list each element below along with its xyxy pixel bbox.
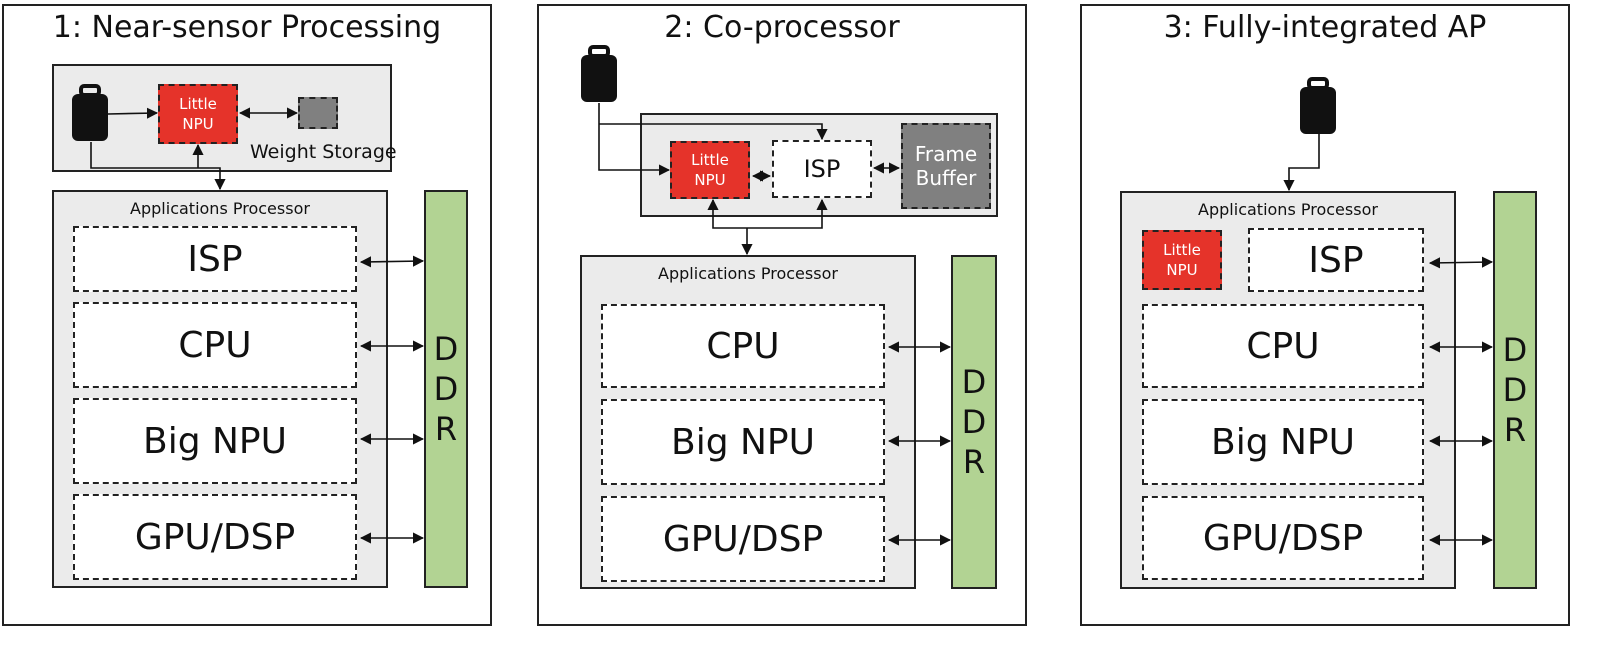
cpu-block: CPU	[601, 304, 885, 388]
ap-label: Applications Processor	[130, 199, 310, 218]
frame-buffer: Frame Buffer	[901, 123, 991, 209]
sensor-to-npu-arrow	[107, 107, 159, 119]
sensor-to-ap-arrow	[1283, 134, 1320, 192]
camera-sensor-icon	[1300, 77, 1336, 134]
weight-storage-label: Weight Storage	[250, 141, 397, 163]
ddr-letter: D	[961, 403, 987, 441]
isp-block: ISP	[772, 140, 872, 198]
panel-title: 1: Near-sensor Processing	[52, 10, 442, 45]
ddr-letter: D	[961, 363, 987, 401]
sensor-to-npu-arrow	[598, 103, 671, 176]
ddr-letter: D	[433, 330, 459, 368]
ddr-letter: D	[1502, 371, 1528, 409]
weight-storage-block	[298, 97, 338, 129]
isp-block: ISP	[73, 226, 357, 292]
isp-block: ISP	[1248, 228, 1424, 292]
ddr-letter: R	[434, 410, 458, 448]
little-npu: Little NPU	[158, 84, 238, 144]
panel-title: 2: Co-processor	[664, 10, 900, 45]
gpu-dsp-block: GPU/DSP	[1142, 496, 1424, 580]
sensor-to-ap-arrow	[90, 142, 226, 191]
gpu-dsp-block: GPU/DSP	[73, 494, 357, 580]
ddr-memory: D D R	[424, 190, 468, 588]
big-npu-block: Big NPU	[1142, 399, 1424, 485]
panel-title: 3: Fully-integrated AP	[1163, 10, 1487, 45]
camera-sensor-icon	[72, 84, 108, 141]
cpu-block: CPU	[73, 302, 357, 388]
ddr-memory: D D R	[1493, 191, 1537, 589]
ddr-letter: R	[962, 443, 986, 481]
big-npu-block: Big NPU	[601, 399, 885, 485]
npu-to-bus-arrow	[707, 198, 828, 229]
ddr-letter: D	[1502, 331, 1528, 369]
ddr-memory: D D R	[951, 255, 997, 589]
sensor-to-isp-arrow	[599, 123, 828, 141]
ap-label: Applications Processor	[658, 264, 838, 283]
little-npu: Little NPU	[1142, 230, 1222, 290]
big-npu-block: Big NPU	[73, 398, 357, 484]
camera-sensor-icon	[581, 45, 617, 102]
little-npu: Little NPU	[670, 141, 750, 199]
cpu-block: CPU	[1142, 304, 1424, 388]
ddr-letter: D	[433, 370, 459, 408]
ap-label: Applications Processor	[1198, 200, 1378, 219]
gpu-dsp-block: GPU/DSP	[601, 496, 885, 582]
isp-ddr-arrow	[1428, 256, 1494, 269]
ddr-letter: R	[1503, 411, 1527, 449]
isp-ddr-arrow	[359, 255, 425, 268]
